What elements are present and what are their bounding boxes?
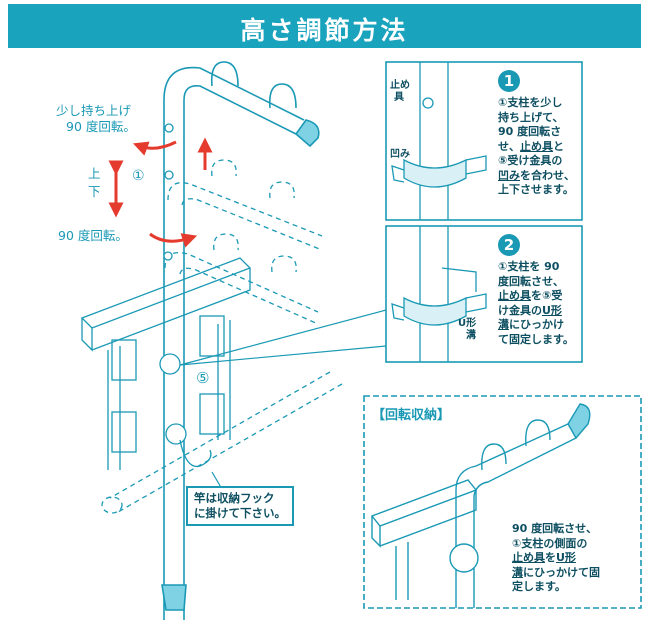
u-groove-line-1: U形 [458, 318, 477, 329]
panel-2-instructions: ①支柱を 90 度回転させ、 止め具を⑤受 け金具のU形 溝にひっかけ て固定し… [498, 260, 574, 347]
u-groove-line-2: 溝 [466, 330, 476, 341]
stopper-label: 止め 具 [390, 80, 410, 104]
rotate-90-label: 90 度回転。 [58, 228, 128, 243]
up-label: 上 [88, 166, 101, 181]
part-1-label: ① [132, 168, 145, 184]
p2-line-1: ①支柱を 90 [498, 260, 560, 273]
storage-instructions: 90 度回転させ、 ①支柱の側面の 止め具をU形 溝にひっかけて固 定します。 [512, 522, 600, 595]
lift-rotate-line-2: 90 度回転。 [66, 119, 136, 134]
lift-rotate-line-1: 少し持ち上げ [56, 103, 132, 118]
st-l3-ugroove: U形 [556, 551, 576, 564]
hook-note-line-2: に掛けて下さい。 [194, 506, 286, 520]
lift-rotate-label: 少し持ち上げ 90 度回転。 [56, 103, 136, 135]
wall-bracket [80, 123, 252, 470]
st-l4-groove: 溝 [512, 565, 523, 579]
p2-l5-post: にひっかけ [509, 318, 564, 331]
p1-line-1: ①支柱を少し [498, 96, 563, 109]
st-line-4: 溝にひっかけて固 [512, 566, 600, 581]
stopper-label-line-2: 具 [394, 92, 404, 103]
part-5-label: ⑤ [196, 369, 210, 387]
storage-title: 【回転収納】 [372, 408, 451, 423]
panel-2-art [391, 226, 487, 362]
p1-line-3: 90 度回転さ [498, 125, 562, 138]
p2-l4-ugroove: U形 [542, 303, 562, 317]
step-1-badge: 1 [498, 70, 520, 92]
p2-line-6: て固定します。 [498, 332, 574, 346]
p1-line-2: 持ち上げて、 [498, 110, 564, 124]
st-line-1: 90 度回転させ、 [512, 522, 598, 535]
hook-note-line-1: 竿は収納フック [194, 491, 275, 505]
p2-l5-groove: 溝 [498, 318, 509, 331]
panel-1-art [391, 62, 487, 220]
p1-l4-pre: せ、 [498, 139, 520, 153]
p1-line-6: 凹みを合わせ、 [498, 169, 575, 184]
p1-line-5: ⑤受け金具の [498, 154, 563, 167]
p1-l4-stopper: 止め具 [520, 139, 553, 153]
pole-main [161, 61, 320, 620]
p1-line-7: 上下させます。 [498, 183, 574, 196]
p1-l4-post: と [553, 139, 564, 153]
p2-line-5: 溝にひっかけ [498, 318, 574, 333]
p2-l3-stopper: 止め具 [498, 289, 531, 302]
p2-line-2: 度回転させ、 [498, 274, 564, 288]
down-label: 下 [88, 184, 101, 199]
u-groove-label: U形 溝 [458, 318, 476, 342]
step-2-badge: 2 [498, 234, 520, 256]
panel-1-frame [385, 61, 583, 221]
st-line-5: 定します。 [512, 580, 566, 593]
storage-inset-art [370, 403, 591, 608]
st-line-2: ①支柱の側面の [512, 536, 588, 550]
panel-1-instructions: ①支柱を少し 持ち上げて、 90 度回転さ せ、止め具と ⑤受け金具の 凹みを合… [498, 96, 575, 198]
p2-line-3: 止め具を⑤受 [498, 289, 574, 304]
st-l4-post: にひっかけて固 [523, 565, 600, 579]
p1-l6-notch: 凹み [498, 168, 520, 182]
p2-line-4: け金具のU形 [498, 304, 574, 319]
notch-label: 凹み [390, 149, 410, 160]
stopper-label-line-1: 止め [390, 80, 410, 91]
p2-l4-pre: け金具の [498, 303, 542, 317]
page-title: 高さ調節方法 [240, 16, 409, 45]
title-banner: 高さ調節方法 [8, 4, 641, 48]
p1-l6-post: を合わせ、 [520, 168, 575, 182]
p2-l3-post: を⑤受 [531, 289, 563, 302]
p1-line-4: せ、止め具と [498, 140, 575, 155]
pole-lower-position-dashed [101, 159, 343, 514]
callout-line [179, 309, 387, 366]
hook-note: 竿は収納フック に掛けて下さい。 [186, 486, 294, 526]
st-l3-stopper: 止め具 [512, 551, 545, 564]
st-line-3: 止め具をU形 [512, 551, 600, 566]
st-l3-mid: を [545, 551, 556, 564]
